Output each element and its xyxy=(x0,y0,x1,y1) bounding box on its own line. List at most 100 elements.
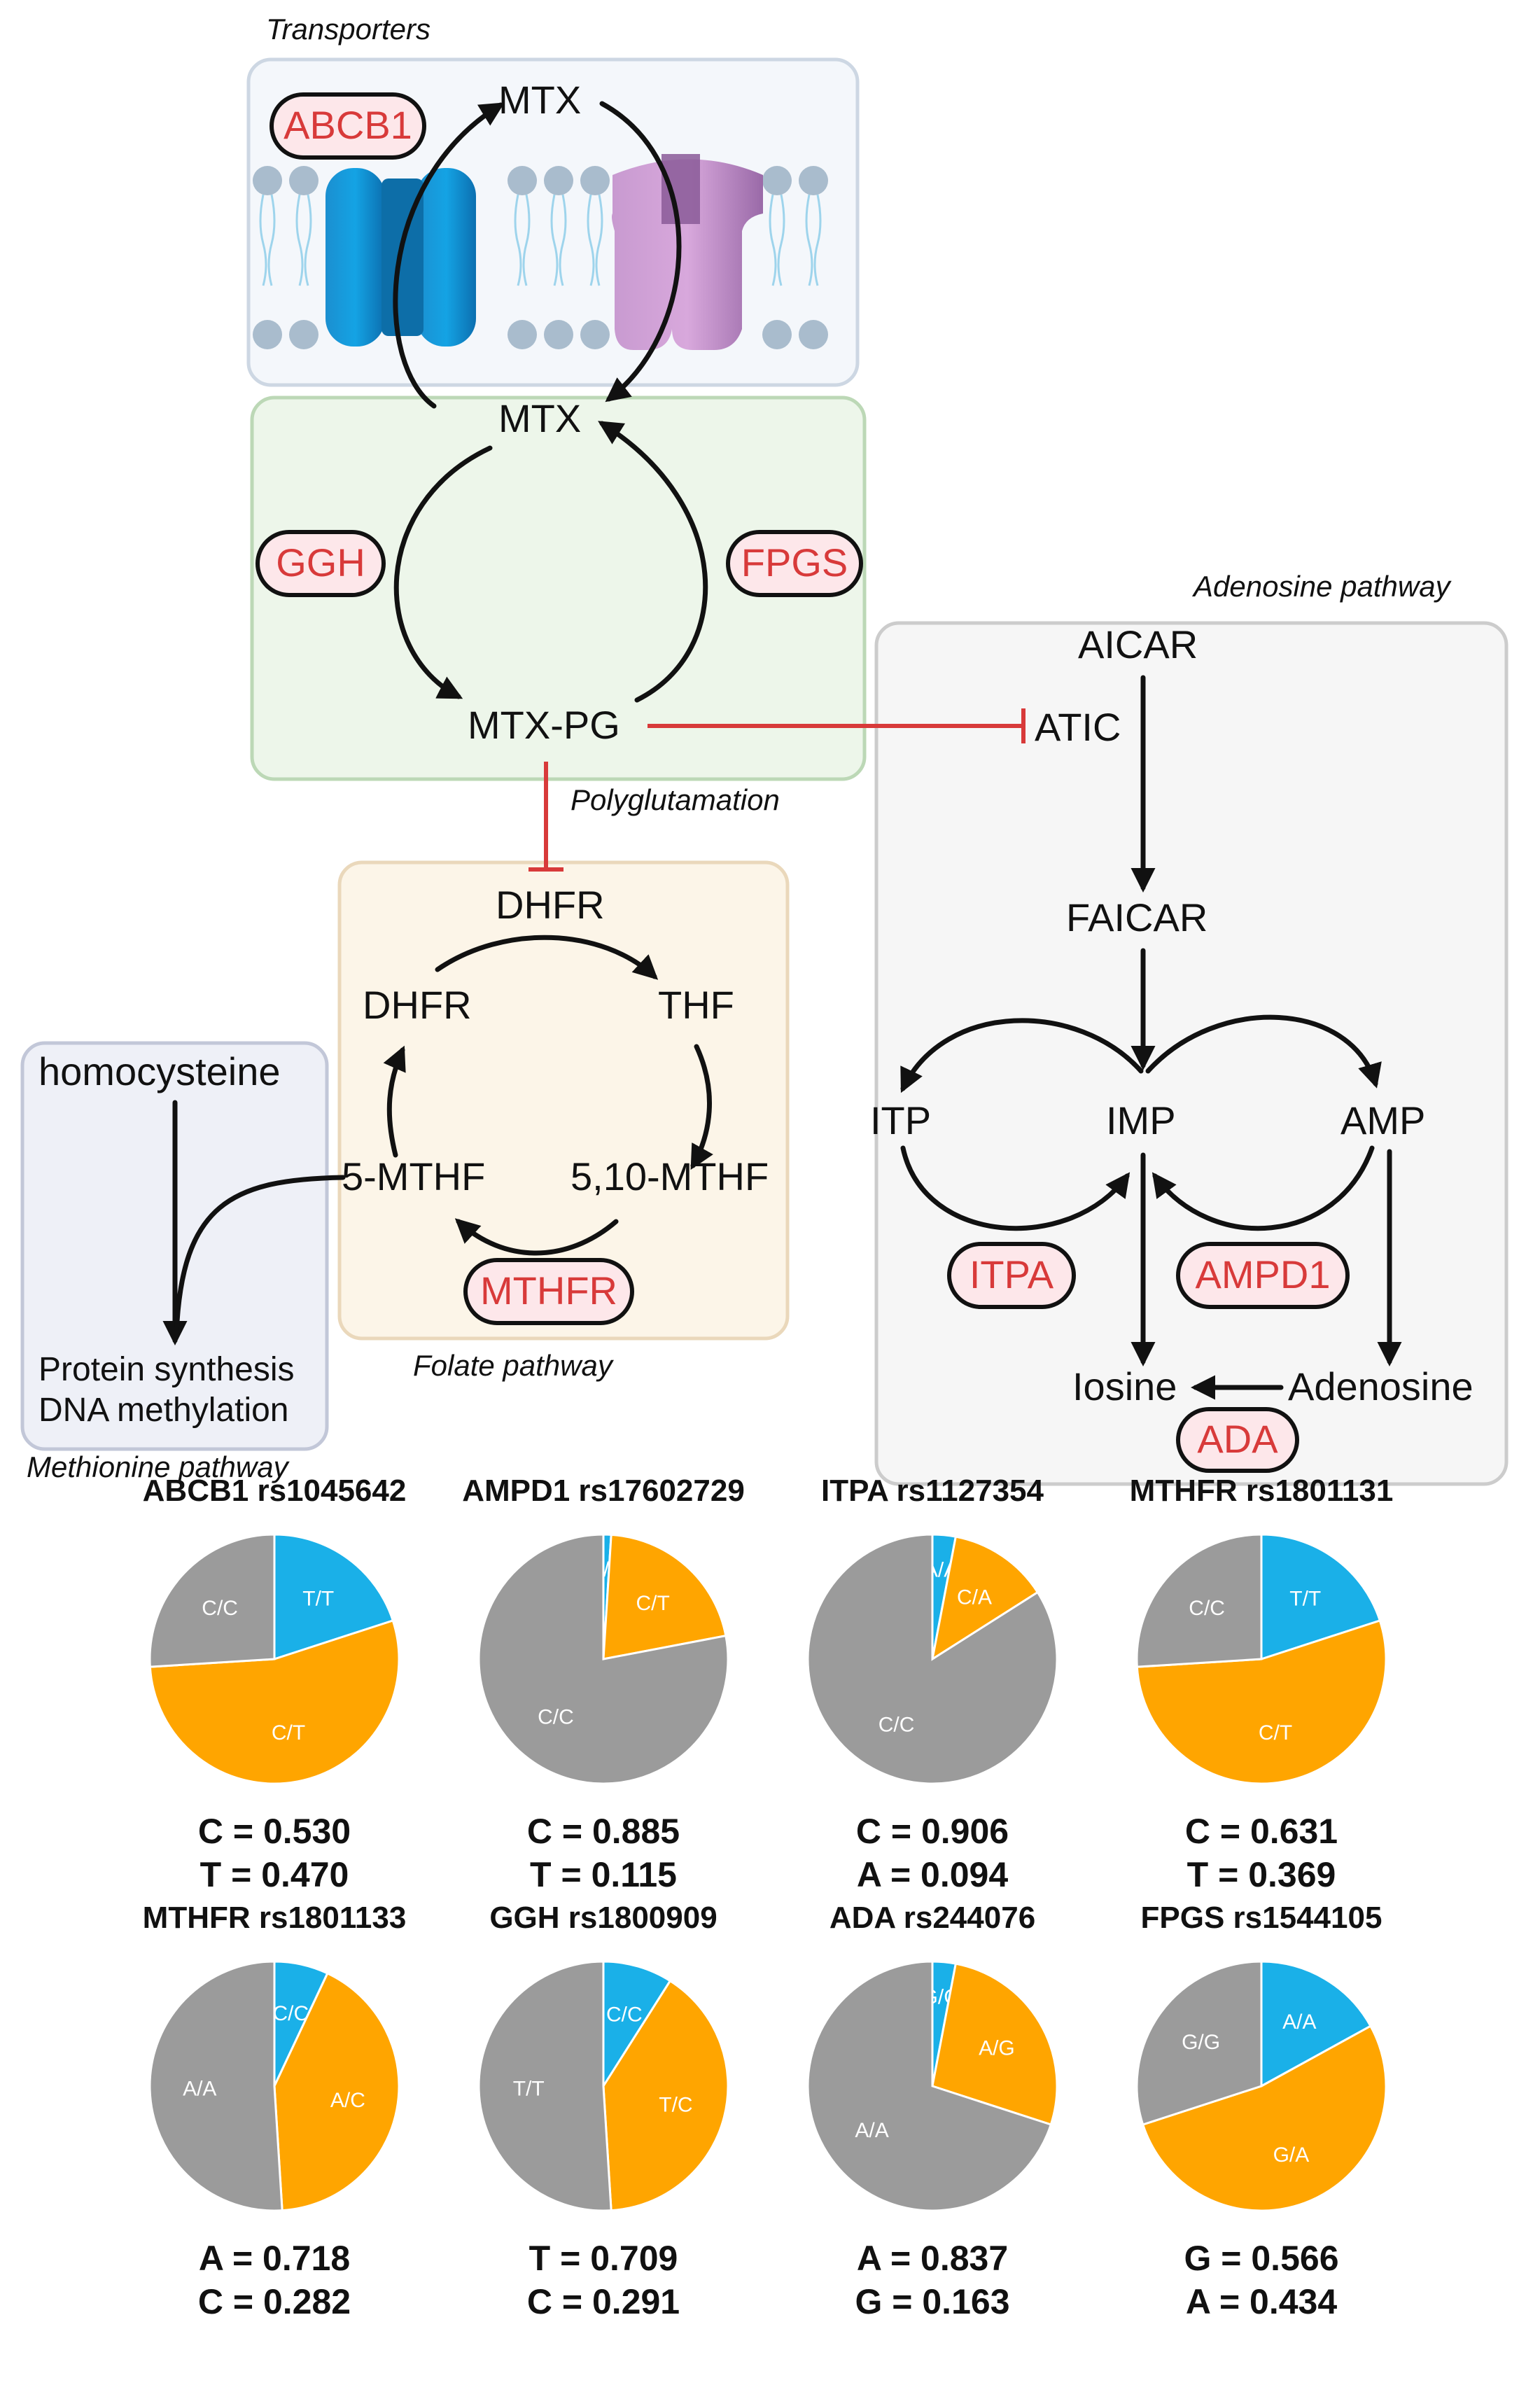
polyglutamation-caption: Polyglutamation xyxy=(570,783,780,816)
pie-slice xyxy=(931,1962,1058,2126)
pie-slice-label: C/A xyxy=(957,1586,992,1609)
pie-slice xyxy=(602,1979,729,2212)
allele-frequency-label: C = 0.885 xyxy=(527,1812,680,1851)
amp-to-imp-arrow xyxy=(1152,1145,1375,1231)
pie-slice xyxy=(806,1533,1058,1785)
svg-text:ADA: ADA xyxy=(1197,1417,1278,1461)
imp-to-itp-arrow xyxy=(900,1018,1144,1093)
pie-slice xyxy=(148,1960,284,2212)
allele-frequency-label: A = 0.718 xyxy=(199,2239,350,2278)
polyglutamation-box xyxy=(250,396,867,781)
pie-slice xyxy=(602,1960,672,2090)
pie-slice-label: A/G xyxy=(979,2037,1015,2060)
gene-badge-ampd1: AMPD1 xyxy=(1176,1242,1350,1309)
folate-caption: Folate pathway xyxy=(413,1349,615,1382)
folate-box xyxy=(337,860,790,1341)
pie-slice xyxy=(1260,1960,1373,2088)
svg-text:AMPD1: AMPD1 xyxy=(1196,1252,1331,1296)
svg-text:ABCB1: ABCB1 xyxy=(284,103,412,147)
adenosine-caption: Adenosine pathway xyxy=(1191,570,1452,603)
pie-slice-label: C/T xyxy=(1259,1721,1292,1744)
pie-slice xyxy=(273,1533,395,1661)
mtx-intracellular-label: MTX xyxy=(498,396,581,440)
pie-title: FPGS rs1544105 xyxy=(1141,1901,1382,1935)
allele-frequency-label: C = 0.291 xyxy=(527,2282,680,2321)
gene-badge-abcb1: ABCB1 xyxy=(270,92,426,160)
pie-title: MTHFR rs1801131 xyxy=(1130,1474,1394,1508)
thf-label: THF xyxy=(658,983,734,1027)
adenosine-label: Adenosine xyxy=(1288,1364,1474,1408)
pie-title: ITPA rs1127354 xyxy=(821,1474,1044,1508)
pie-slice-label: A/A xyxy=(855,2119,888,2142)
pie-title: ADA rs244076 xyxy=(830,1901,1035,1935)
5mthf-to-dhfr-arrow xyxy=(383,1045,406,1158)
allele-frequency-label: C = 0.906 xyxy=(856,1812,1009,1851)
pie-title: MTHFR rs1801133 xyxy=(143,1901,407,1935)
pie-slice-label: C/T xyxy=(636,1592,669,1615)
dhfr-to-thf-arrow xyxy=(435,935,659,980)
allele-frequency-label: T = 0.369 xyxy=(1187,1855,1336,1894)
homocysteine-label: homocysteine xyxy=(38,1049,281,1093)
pie-slice-label: C/C xyxy=(202,1597,238,1620)
methionine-caption: Methionine pathway xyxy=(27,1450,290,1483)
allele-frequency-label: A = 0.094 xyxy=(857,1855,1009,1894)
pie-slice xyxy=(477,1533,729,1785)
pie-slice xyxy=(148,1619,400,1785)
gene-badge-mthfr: MTHFR xyxy=(463,1258,634,1325)
aicar-label: AICAR xyxy=(1078,622,1198,666)
allele-frequency-label: C = 0.282 xyxy=(198,2282,351,2321)
pie-slice xyxy=(1135,1960,1263,2126)
influx-transporter-protein xyxy=(612,154,763,350)
allele-frequency-label: T = 0.470 xyxy=(200,1855,349,1894)
allele-frequency-label: T = 0.115 xyxy=(530,1855,677,1894)
5mthf-methyl-arrow xyxy=(174,1175,346,1336)
protein-synthesis-label: Protein synthesis xyxy=(38,1351,295,1388)
pie-title: AMPD1 rs17602729 xyxy=(462,1474,745,1508)
iosine-label: Iosine xyxy=(1072,1364,1177,1408)
adenosine-box xyxy=(874,621,1508,1486)
pie-slice-label: A/C xyxy=(330,2089,365,2112)
allele-frequency-label: A = 0.837 xyxy=(857,2239,1008,2278)
amp-label: AMP xyxy=(1340,1098,1425,1142)
pie-slice xyxy=(1135,1533,1263,1668)
pie-slice-label: T/T xyxy=(302,1588,334,1611)
pie-slice-label: C/C xyxy=(272,2002,309,2025)
gene-badge-ggh: GGH xyxy=(255,530,386,597)
allele-frequency-label: G = 0.163 xyxy=(855,2282,1010,2321)
svg-text:FPGS: FPGS xyxy=(741,540,848,585)
itp-label: ITP xyxy=(870,1098,931,1142)
pie-slice xyxy=(148,1533,276,1668)
svg-text:ITPA: ITPA xyxy=(969,1252,1054,1296)
pie-slice xyxy=(477,1960,612,2212)
transporters-caption: Transporters xyxy=(266,13,430,46)
allele-frequency-label: T = 0.709 xyxy=(529,2239,678,2278)
pie-slice-label: G/A xyxy=(1273,2143,1310,2167)
pie-slice xyxy=(602,1533,727,1660)
pie-slice xyxy=(806,1960,1053,2212)
gene-badge-fpgs: FPGS xyxy=(726,530,863,597)
pie-slice-label: C/C xyxy=(1189,1597,1225,1620)
mtx-efflux-arrow xyxy=(393,102,505,409)
pie-slice-label: C/C xyxy=(878,1714,915,1737)
pie-slice-label: C/T xyxy=(272,1721,305,1744)
pie-title: ABCB1 rs1045642 xyxy=(143,1474,407,1508)
dhfr-left-label: DHFR xyxy=(363,983,472,1027)
pie-slice-label: T/C xyxy=(659,2094,692,2117)
allele-frequency-label: C = 0.631 xyxy=(1185,1812,1338,1851)
pie-slice xyxy=(1141,2024,1387,2212)
pie-slice-label: C/C xyxy=(606,2003,643,2026)
pie-slice-label: C/C xyxy=(538,1705,574,1728)
mtx-pg-label: MTX-PG xyxy=(468,703,620,747)
pie-slice xyxy=(1260,1533,1382,1661)
pie-slice xyxy=(930,1535,1040,1662)
pie-title: GGH rs1800909 xyxy=(489,1901,717,1935)
fpgs-arrow xyxy=(598,421,708,703)
